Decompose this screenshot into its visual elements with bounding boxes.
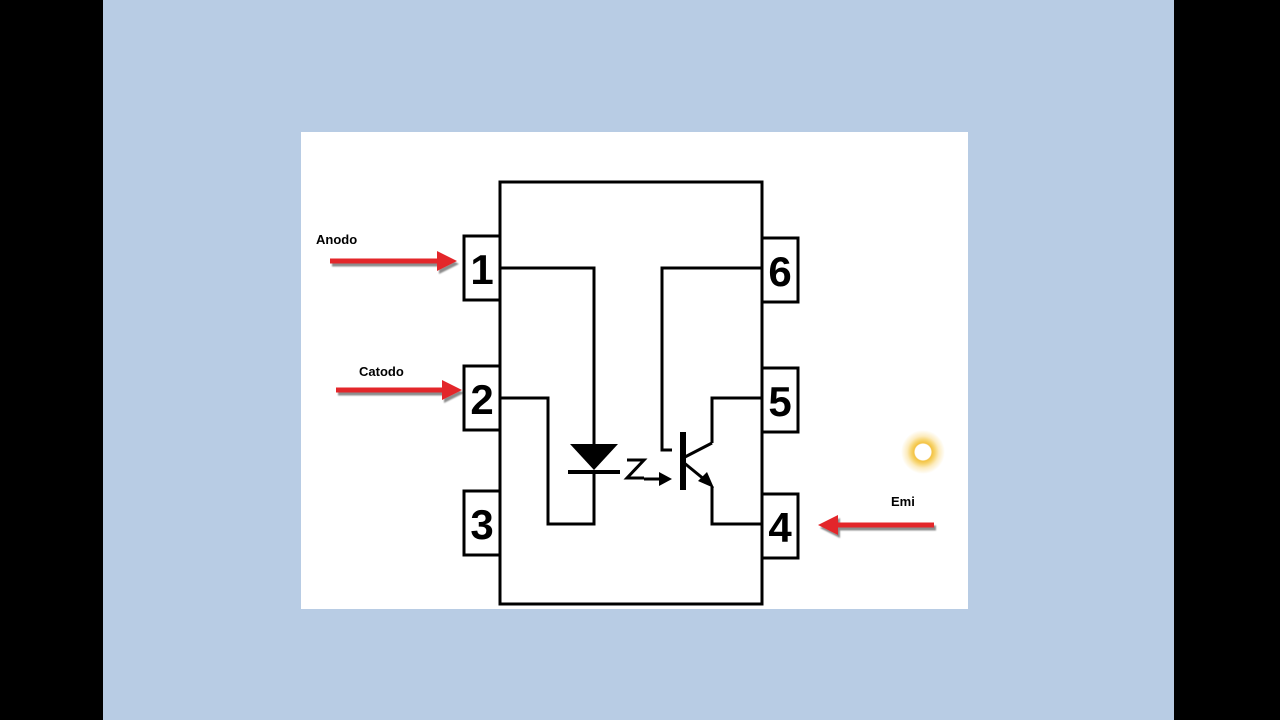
wire-cathode <box>500 396 596 526</box>
light-emission-icon <box>623 458 672 486</box>
led-diode-icon <box>568 444 620 474</box>
wire-base <box>660 266 762 452</box>
pin-1: 1 <box>462 234 502 302</box>
label-catodo: Catodo <box>359 364 404 379</box>
pin-6: 6 <box>760 236 800 304</box>
wire-anode <box>500 266 596 444</box>
arrow-catodo <box>336 380 462 400</box>
pin-6-box <box>760 236 800 304</box>
pin-4-number: 4 <box>768 504 792 551</box>
pin-5: 5 <box>760 366 800 434</box>
pin-4: 4 <box>760 492 800 560</box>
pin-6-number: 6 <box>768 248 791 295</box>
figure-panel <box>301 132 968 609</box>
pin-3-number: 3 <box>470 501 493 548</box>
label-emi: Emi <box>891 494 915 509</box>
label-anodo: Anodo <box>316 232 357 247</box>
wire-emitter <box>710 486 762 526</box>
wire-collector <box>710 396 762 443</box>
arrow-emi <box>818 515 934 535</box>
cursor-highlight-icon <box>901 430 945 474</box>
phototransistor-icon <box>680 432 714 490</box>
pin-1-box <box>462 234 502 302</box>
pin-3: 3 <box>462 489 502 557</box>
pin-1-number: 1 <box>470 246 493 293</box>
arrow-anodo <box>330 251 457 271</box>
pin-5-box <box>760 366 800 434</box>
pin-3-box <box>462 489 502 557</box>
ic-package-body <box>498 180 764 606</box>
pin-2-number: 2 <box>470 376 493 423</box>
pin-4-box <box>760 492 800 560</box>
pin-5-number: 5 <box>768 378 791 425</box>
pin-2: 2 <box>462 364 502 432</box>
